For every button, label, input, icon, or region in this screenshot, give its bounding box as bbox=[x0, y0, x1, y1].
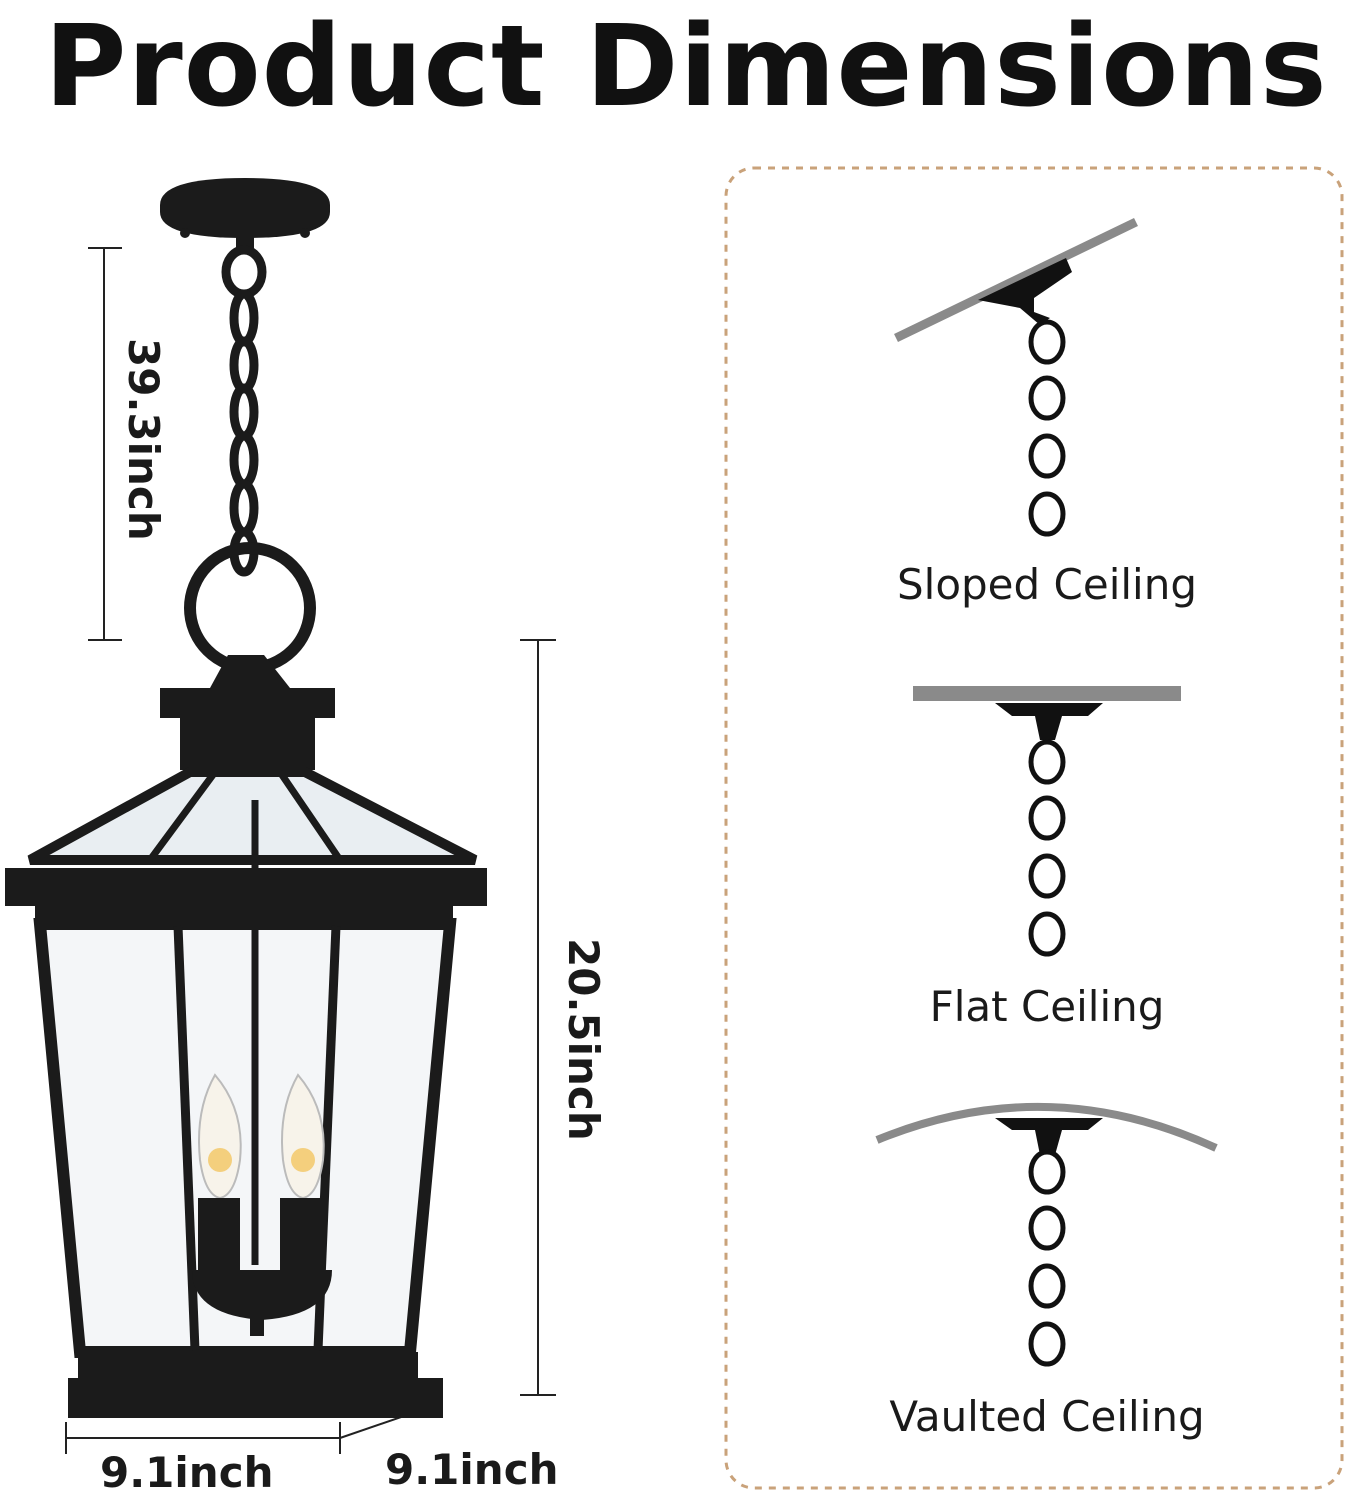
sloped-ceiling-label: Sloped Ceiling bbox=[897, 560, 1197, 609]
hanging-chain bbox=[221, 245, 267, 577]
flat-ceiling-mount-icon bbox=[913, 686, 1181, 957]
mounting-options-panel bbox=[724, 166, 1344, 1490]
ceiling-canopy bbox=[160, 178, 330, 238]
sloped-ceiling-mount-icon bbox=[894, 217, 1138, 537]
vaulted-ceiling-label: Vaulted Ceiling bbox=[889, 1392, 1205, 1441]
chain-dimension-line bbox=[88, 247, 122, 641]
flat-ceiling-label: Flat Ceiling bbox=[929, 982, 1165, 1031]
width-label: 9.1inch bbox=[100, 1448, 274, 1497]
pendant-lantern-illustration bbox=[5, 178, 487, 1418]
chain-length-label: 39.3inch bbox=[119, 338, 168, 541]
height-dimension-line bbox=[520, 639, 556, 1396]
page-title: Product Dimensions bbox=[44, 2, 1328, 132]
vaulted-ceiling-mount-icon bbox=[875, 1102, 1218, 1367]
depth-label: 9.1inch bbox=[385, 1445, 559, 1494]
height-label: 20.5inch bbox=[559, 938, 608, 1141]
